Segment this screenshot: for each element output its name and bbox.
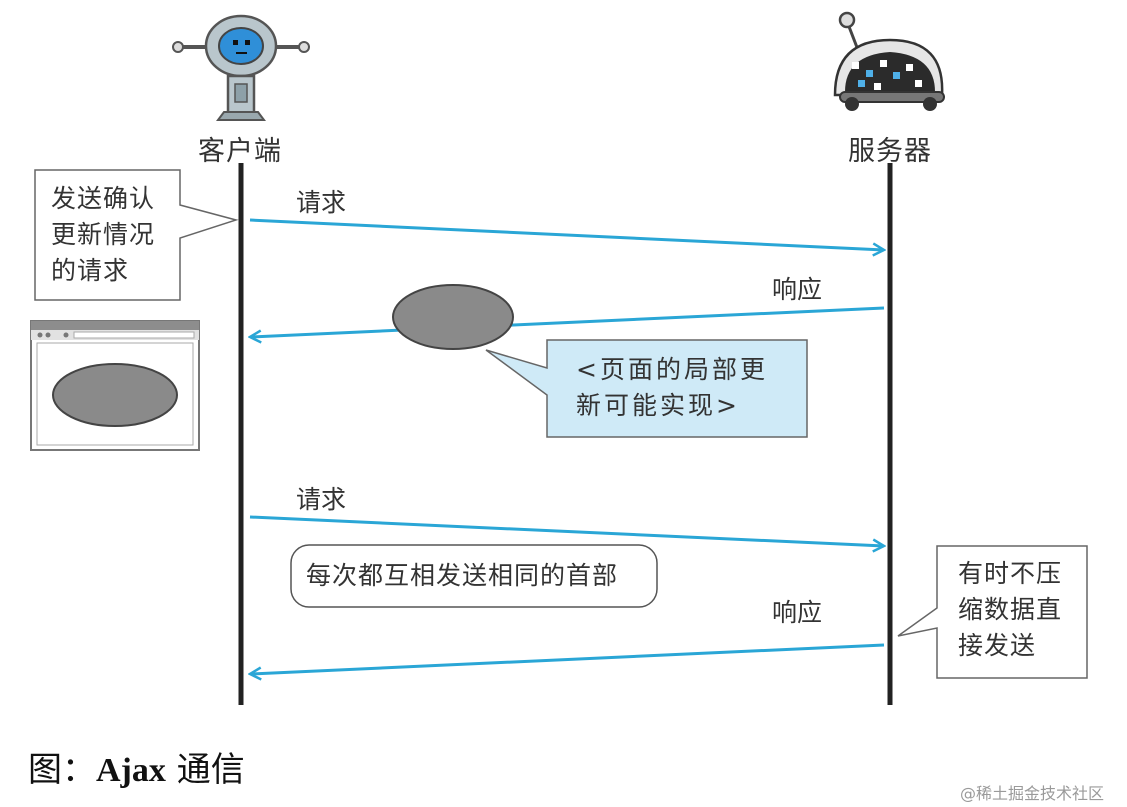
response-arrow-1 — [250, 306, 885, 337]
message-label: 请求 — [296, 485, 347, 514]
browser-window-icon — [30, 320, 200, 451]
client-note-callout — [34, 169, 239, 301]
note-line: <页面的局部更 — [576, 355, 768, 384]
note-line: 有时不压 — [958, 559, 1063, 588]
same-headers-text: 每次都互相发送相同的首部 — [306, 561, 619, 590]
robot-icon — [172, 14, 310, 121]
caption-suffix: 通信 — [165, 750, 245, 790]
message-label: 响应 — [772, 275, 823, 304]
server-robot-icon — [833, 11, 945, 111]
client-note-text: 发送确认 更新情况 的请求 — [51, 181, 155, 289]
partial-data-ellipse — [392, 284, 514, 350]
note-line: 的请求 — [51, 256, 130, 285]
message-label: 请求 — [296, 188, 347, 217]
note-line: 新可能实现> — [576, 391, 740, 420]
server-note-callout — [897, 545, 1088, 679]
server-note-text: 有时不压 缩数据直 接发送 — [958, 556, 1062, 664]
partial-update-text: <页面的局部更 新可能实现> — [576, 352, 768, 424]
note-line: 缩数据直 — [958, 595, 1063, 624]
watermark: @稀土掘金技术社区 — [960, 784, 1105, 803]
request-arrow-2 — [249, 515, 884, 546]
same-headers-box — [290, 544, 658, 608]
note-line: 接发送 — [958, 631, 1037, 660]
caption-prefix: 图： — [28, 750, 96, 790]
note-line: 发送确认 — [51, 184, 156, 213]
request-arrow-1 — [249, 218, 884, 250]
note-line: 更新情况 — [51, 220, 156, 249]
server-label: 服务器 — [848, 136, 932, 167]
client-label: 客户端 — [198, 136, 282, 167]
message-label: 响应 — [772, 598, 823, 627]
response-arrow-2 — [250, 643, 885, 674]
partial-update-callout — [485, 339, 808, 438]
figure-caption: 图：Ajax 通信 — [28, 742, 245, 791]
caption-bold: Ajax — [96, 752, 166, 789]
